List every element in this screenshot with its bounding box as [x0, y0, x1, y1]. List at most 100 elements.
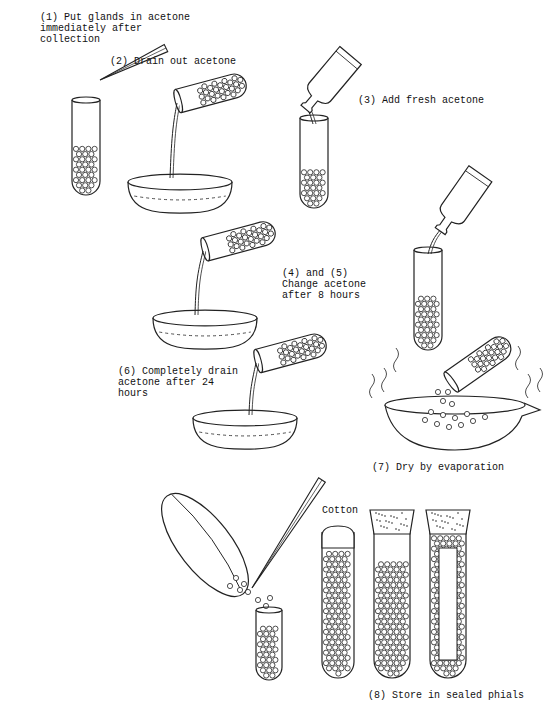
gland — [382, 567, 387, 572]
gland — [336, 619, 341, 624]
gland — [378, 583, 383, 588]
gland — [239, 244, 245, 250]
gland — [92, 178, 97, 183]
dish-rim — [385, 396, 525, 414]
cork-grain — [446, 515, 448, 517]
gland — [415, 333, 420, 338]
bottle — [295, 46, 361, 118]
gland — [333, 614, 338, 619]
cork-grain — [379, 520, 381, 522]
gland — [400, 609, 405, 614]
test-tube — [256, 607, 282, 680]
test-tube — [252, 331, 329, 373]
gland — [323, 619, 328, 624]
gland — [400, 577, 405, 582]
gland — [470, 418, 475, 423]
gland — [308, 201, 313, 206]
gland — [336, 577, 341, 582]
gland — [229, 247, 235, 253]
gland — [450, 536, 455, 541]
gland — [326, 551, 331, 556]
gland — [86, 178, 91, 183]
gland — [308, 180, 313, 185]
cork-grain — [395, 528, 397, 530]
gland — [92, 157, 97, 162]
tube-body — [374, 530, 410, 678]
gland — [385, 624, 390, 629]
tube-body — [175, 71, 249, 112]
cork-grain — [375, 512, 377, 514]
cork-grain — [393, 516, 395, 518]
gland — [330, 629, 335, 634]
gland — [323, 650, 328, 655]
gland — [76, 183, 81, 188]
gland — [431, 567, 436, 572]
gland — [382, 609, 387, 614]
gland — [394, 609, 399, 614]
gland — [394, 598, 399, 603]
gland — [403, 614, 408, 619]
gland — [394, 619, 399, 624]
gland — [422, 322, 427, 327]
gland — [388, 619, 393, 624]
gland — [431, 536, 436, 541]
heat-wave — [538, 368, 543, 392]
gland — [342, 577, 347, 582]
gland — [323, 567, 328, 572]
gland — [378, 645, 383, 650]
tube-mouth — [256, 607, 282, 613]
gland — [80, 178, 85, 183]
gland — [459, 635, 464, 640]
cork-grain — [454, 529, 456, 531]
gland — [326, 603, 331, 608]
gland — [447, 541, 452, 546]
gland — [418, 317, 423, 322]
gland — [345, 645, 350, 650]
gland — [267, 637, 272, 642]
gland — [342, 661, 347, 666]
forceps — [252, 478, 325, 588]
gland — [490, 343, 497, 350]
tube-body — [255, 331, 329, 372]
tube-body — [414, 250, 442, 350]
gland — [220, 94, 226, 100]
gland — [403, 562, 408, 567]
gland — [333, 583, 338, 588]
gland — [255, 597, 260, 602]
gland — [378, 655, 383, 660]
gland — [431, 296, 436, 301]
gland — [388, 650, 393, 655]
gland — [270, 642, 275, 647]
gland — [385, 655, 390, 660]
gland — [425, 327, 430, 332]
gland — [273, 647, 278, 652]
gland — [397, 635, 402, 640]
gland — [86, 157, 91, 162]
gland — [473, 355, 480, 362]
gland — [336, 609, 341, 614]
gland — [431, 307, 436, 312]
gland — [434, 666, 439, 671]
cork-grain — [400, 523, 402, 525]
gland — [456, 661, 461, 666]
gland — [459, 593, 464, 598]
liquid-line — [159, 332, 251, 336]
cork-grain — [439, 526, 441, 528]
gland — [382, 650, 387, 655]
gland — [339, 583, 344, 588]
cork-grain — [432, 519, 434, 521]
cork-grain — [451, 528, 453, 530]
gland — [375, 609, 380, 614]
gland — [323, 588, 328, 593]
gland — [385, 645, 390, 650]
test-tube — [72, 97, 100, 195]
gland — [459, 624, 464, 629]
gland — [431, 661, 436, 666]
gland — [403, 583, 408, 588]
gland — [264, 673, 269, 678]
gland — [391, 603, 396, 608]
gland — [270, 673, 275, 678]
heat-wave — [382, 368, 387, 392]
test-tube — [322, 532, 354, 678]
gland — [378, 593, 383, 598]
